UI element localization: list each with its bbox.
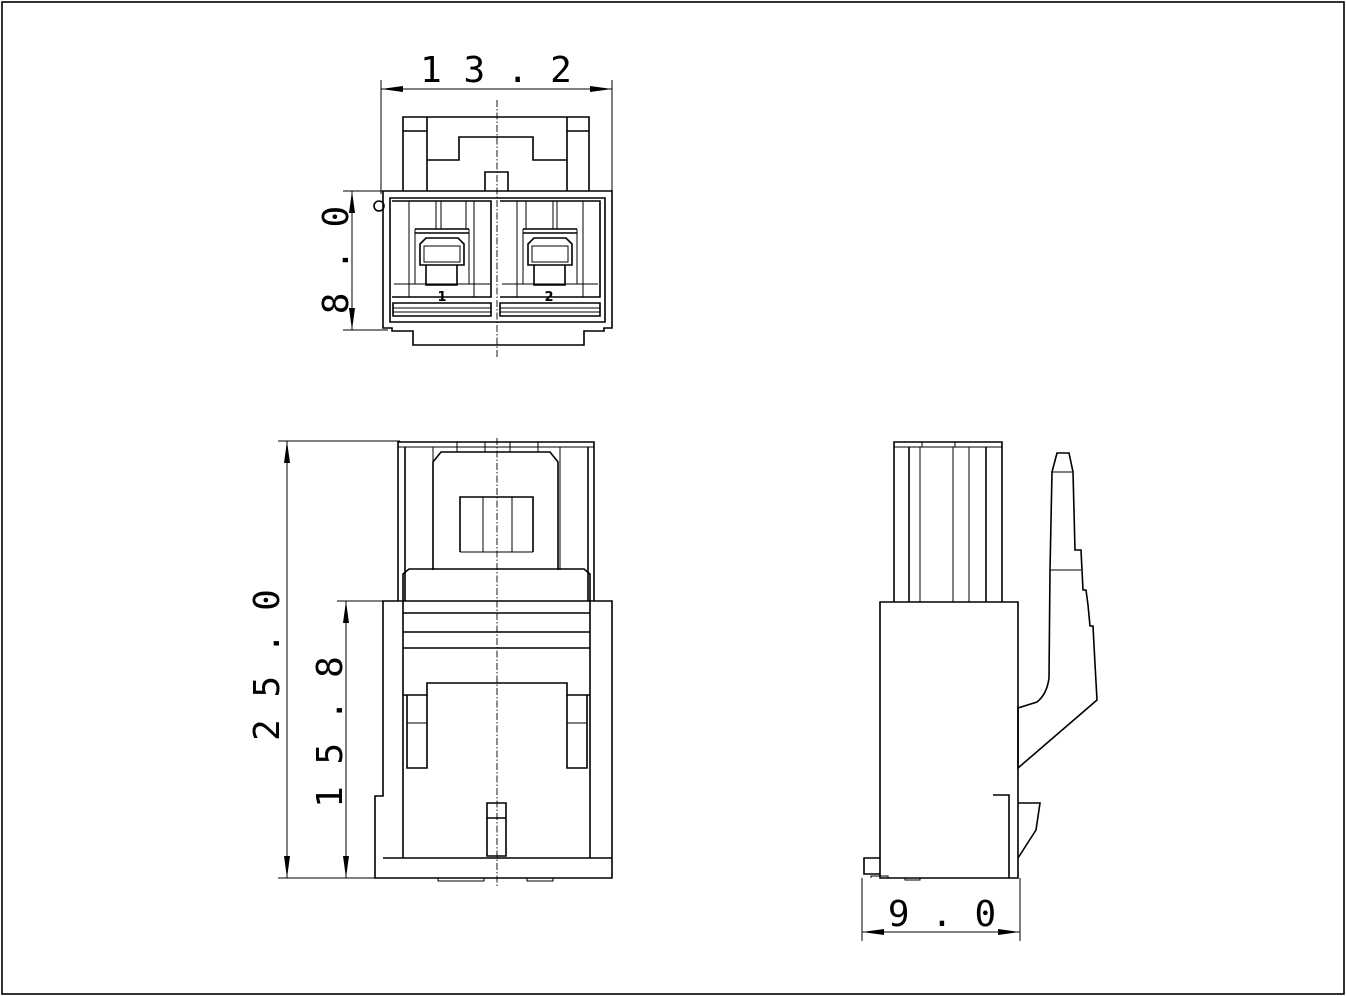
side-view xyxy=(863,441,1098,881)
dim-side-depth: 9 . 0 xyxy=(861,878,1021,941)
dim-label-side-depth: 9 . 0 xyxy=(888,894,996,935)
dim-width-top: 1 3 . 2 xyxy=(380,50,613,194)
dim-body-length: 1 5 . 8 xyxy=(310,600,385,878)
dim-label-total-length: 2 5 . 0 xyxy=(247,589,288,741)
dim-label-body-length: 1 5 . 8 xyxy=(310,656,351,808)
dim-height-front: 8 . 0 xyxy=(316,190,388,331)
pin-label-2: 2 xyxy=(544,290,553,305)
dim-label-width-top: 1 3 . 2 xyxy=(420,50,572,91)
front-view: 1 2 xyxy=(373,100,613,357)
top-view xyxy=(374,438,613,886)
dim-label-height-front: 8 . 0 xyxy=(316,206,357,314)
pin-label-1: 1 xyxy=(437,290,446,305)
dim-total-length: 2 5 . 0 xyxy=(247,440,400,879)
